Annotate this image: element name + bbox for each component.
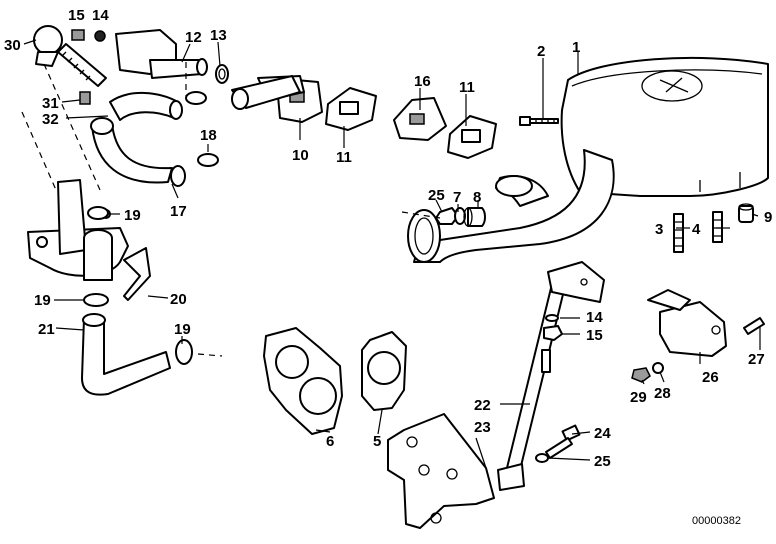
- cap-30: [33, 25, 63, 67]
- nut-15-right: [543, 325, 563, 341]
- callout-26: 26: [702, 369, 719, 386]
- callout-14-right: 14: [586, 309, 603, 326]
- callout-14-topleft: 14: [92, 7, 109, 24]
- callout-24: 24: [594, 425, 611, 442]
- valve-assembly: [27, 179, 129, 281]
- bush-8: [463, 207, 486, 227]
- hose-17: [90, 117, 186, 187]
- dashed-guides: [21, 62, 441, 357]
- callout-1: 1: [572, 39, 580, 56]
- callout-15-right: 15: [586, 327, 603, 344]
- callout-19-right: 19: [174, 321, 191, 338]
- callout-12: 12: [185, 29, 202, 46]
- callout-11-right: 11: [459, 79, 475, 96]
- callout-17: 17: [170, 203, 187, 220]
- gasket-6: [263, 327, 343, 435]
- callout-18: 18: [200, 127, 217, 144]
- hose-clamp-32: [185, 91, 207, 105]
- callout-31: 31: [42, 95, 59, 112]
- callout-5: 5: [373, 433, 381, 450]
- washer-14-topleft: [94, 30, 106, 42]
- washer-28: [652, 362, 664, 374]
- callout-15-topleft: 15: [68, 7, 85, 24]
- callout-19-lower: 19: [34, 292, 51, 309]
- stud-4: [712, 211, 723, 243]
- callout-23: 23: [474, 419, 491, 436]
- callout-28: 28: [654, 385, 671, 402]
- bolt-24: [545, 424, 581, 459]
- callout-labels: 1 2 3 4 5 6 7 8 9 10 11 11 12 13 14 14 1…: [4, 7, 772, 527]
- callout-20: 20: [170, 291, 187, 308]
- callout-11-left: 11: [336, 149, 352, 166]
- callout-9: 9: [764, 209, 772, 226]
- corrugated-hose: [57, 43, 107, 87]
- washer-14-right: [545, 314, 559, 322]
- clamp-31: [79, 91, 91, 105]
- callout-29: 29: [630, 389, 647, 406]
- mounting-bracket-23: [387, 413, 495, 529]
- clamp-19-right: [175, 339, 193, 365]
- callout-4: 4: [692, 221, 701, 238]
- callout-8: 8: [473, 189, 481, 206]
- callout-leaders: [23, 39, 761, 469]
- gasket-11-right: [447, 115, 497, 159]
- nut-15-topleft: [71, 29, 85, 41]
- intake-snout: [407, 149, 615, 263]
- callout-22: 22: [474, 397, 491, 414]
- callout-13: 13: [210, 27, 227, 44]
- hose-21: [81, 313, 171, 396]
- stud-3: [673, 213, 684, 253]
- bolt-2: [519, 116, 559, 126]
- washer-25: [535, 453, 549, 463]
- diagram-code: 00000382: [692, 515, 741, 527]
- bracket-20: [123, 247, 151, 301]
- callout-30: 30: [4, 37, 21, 54]
- bracket-16: [393, 97, 447, 141]
- grommet-9: [738, 203, 754, 223]
- gasket-11-left: [325, 87, 377, 131]
- nut-29: [631, 367, 651, 383]
- screw-27: [743, 317, 765, 335]
- callout-21: 21: [38, 321, 55, 338]
- callout-10: 10: [292, 147, 309, 164]
- callout-3: 3: [655, 221, 663, 238]
- callout-19-upper: 19: [124, 207, 141, 224]
- callout-2: 2: [537, 43, 545, 60]
- callout-32: 32: [42, 111, 59, 128]
- elbow-pipe: [231, 75, 301, 110]
- callout-6: 6: [326, 433, 334, 450]
- callout-7: 7: [453, 189, 461, 206]
- clamp-19-lower: [83, 293, 109, 307]
- callout-25-top: 25: [428, 187, 445, 204]
- callout-27: 27: [748, 351, 765, 368]
- gasket-5: [361, 331, 407, 411]
- callout-25-bottom: 25: [594, 453, 611, 470]
- clamp-19-upper: [87, 206, 109, 220]
- seal-ring-13: [215, 64, 229, 84]
- switch-26: [647, 289, 727, 357]
- hose-clamp-18: [197, 153, 219, 167]
- hose-32: [109, 91, 183, 121]
- callout-16: 16: [414, 73, 431, 90]
